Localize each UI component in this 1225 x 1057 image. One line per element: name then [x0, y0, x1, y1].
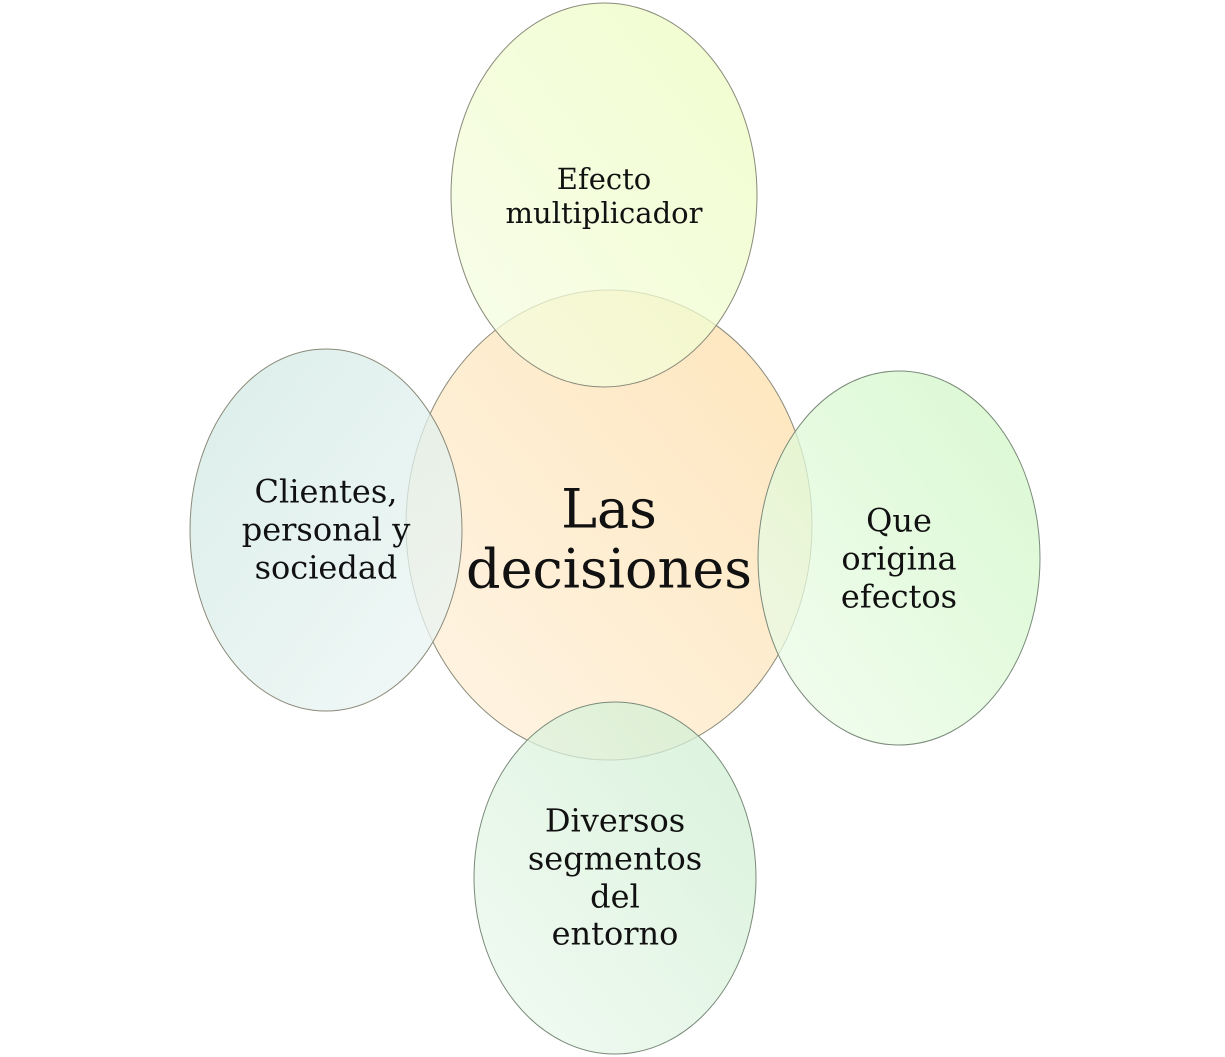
bottom-label: Diversos segmentos del entorno [527, 801, 703, 954]
right-ellipse [757, 370, 1041, 746]
left-label-line: sociedad [254, 547, 398, 586]
left-ellipse [189, 348, 463, 712]
bottom-label-line: Diversos [544, 801, 686, 840]
right-label: Que origina efectos [841, 502, 957, 615]
top-ellipse [450, 2, 758, 388]
top-label: Efecto multiplicador [506, 162, 703, 230]
bottom-ellipse [473, 701, 757, 1055]
left-label: Clientes, personal y sociedad [242, 473, 411, 586]
top-label-line: Efecto [556, 161, 652, 196]
center-label: Las decisiones [466, 477, 752, 601]
right-label-line: Que [866, 501, 932, 540]
bottom-label-line: del [590, 877, 640, 915]
center-label-line: Las [561, 477, 657, 541]
bottom-label-line: segmentos [527, 839, 703, 878]
left-label-line: personal y [241, 510, 411, 549]
right-label-line: efectos [840, 576, 958, 615]
center-label-line: decisiones [466, 538, 752, 601]
top-label-line: multiplicador [505, 196, 703, 230]
right-label-line: origina [841, 539, 957, 578]
bottom-label-line: entorno [551, 914, 679, 953]
left-label-line: Clientes, [254, 472, 398, 511]
